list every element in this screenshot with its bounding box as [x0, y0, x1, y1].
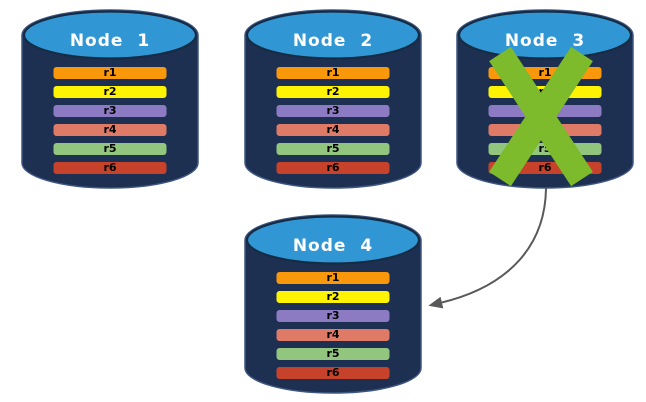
- node-4-row-r5: r5: [275, 347, 391, 361]
- node-2-row-r1: r1: [275, 66, 391, 80]
- node-4-rows: r1 r2 r3 r4 r5 r6: [275, 271, 391, 380]
- node-4-title: Node 4: [292, 236, 374, 256]
- node-4-row-r4: r4: [275, 328, 391, 342]
- node-2-row-r4: r4: [275, 123, 391, 137]
- node-3-row-r4: r4: [487, 123, 603, 137]
- node-3-rows: r1 r2 r3 r4 r5 r6: [487, 66, 603, 175]
- node-1-row-r3: r3: [52, 104, 168, 118]
- node-1-row-r4: r4: [52, 123, 168, 137]
- node-4-row-r2: r2: [275, 290, 391, 304]
- node-3-title: Node 3: [504, 31, 586, 51]
- node-3-row-r1: r1: [487, 66, 603, 80]
- node-2: Node 2 r1 r2 r3 r4 r5 r6: [243, 8, 423, 190]
- node-4: Node 4 r1 r2 r3 r4 r5 r6: [243, 213, 423, 395]
- node-3-row-r5: r5: [487, 142, 603, 156]
- node-3-row-r3: r3: [487, 104, 603, 118]
- node-2-row-r6: r6: [275, 161, 391, 175]
- node-2-row-r2: r2: [275, 85, 391, 99]
- node-4-row-r1: r1: [275, 271, 391, 285]
- node-2-row-r3: r3: [275, 104, 391, 118]
- node-1-row-r6: r6: [52, 161, 168, 175]
- node-3: Node 3 r1 r2 r3 r4 r5 r6: [455, 8, 635, 190]
- node-1-row-r2: r2: [52, 85, 168, 99]
- node-1-row-r1: r1: [52, 66, 168, 80]
- node-4-row-r6: r6: [275, 366, 391, 380]
- node-1: Node 1 r1 r2 r3 r4 r5 r6: [20, 8, 200, 190]
- node-2-row-r5: r5: [275, 142, 391, 156]
- node-2-title: Node 2: [292, 31, 374, 51]
- node-1-rows: r1 r2 r3 r4 r5 r6: [52, 66, 168, 175]
- node-3-row-r6: r6: [487, 161, 603, 175]
- node-1-title: Node 1: [69, 31, 151, 51]
- node-2-rows: r1 r2 r3 r4 r5 r6: [275, 66, 391, 175]
- node-4-row-r3: r3: [275, 309, 391, 323]
- node-3-row-r2: r2: [487, 85, 603, 99]
- node-1-row-r5: r5: [52, 142, 168, 156]
